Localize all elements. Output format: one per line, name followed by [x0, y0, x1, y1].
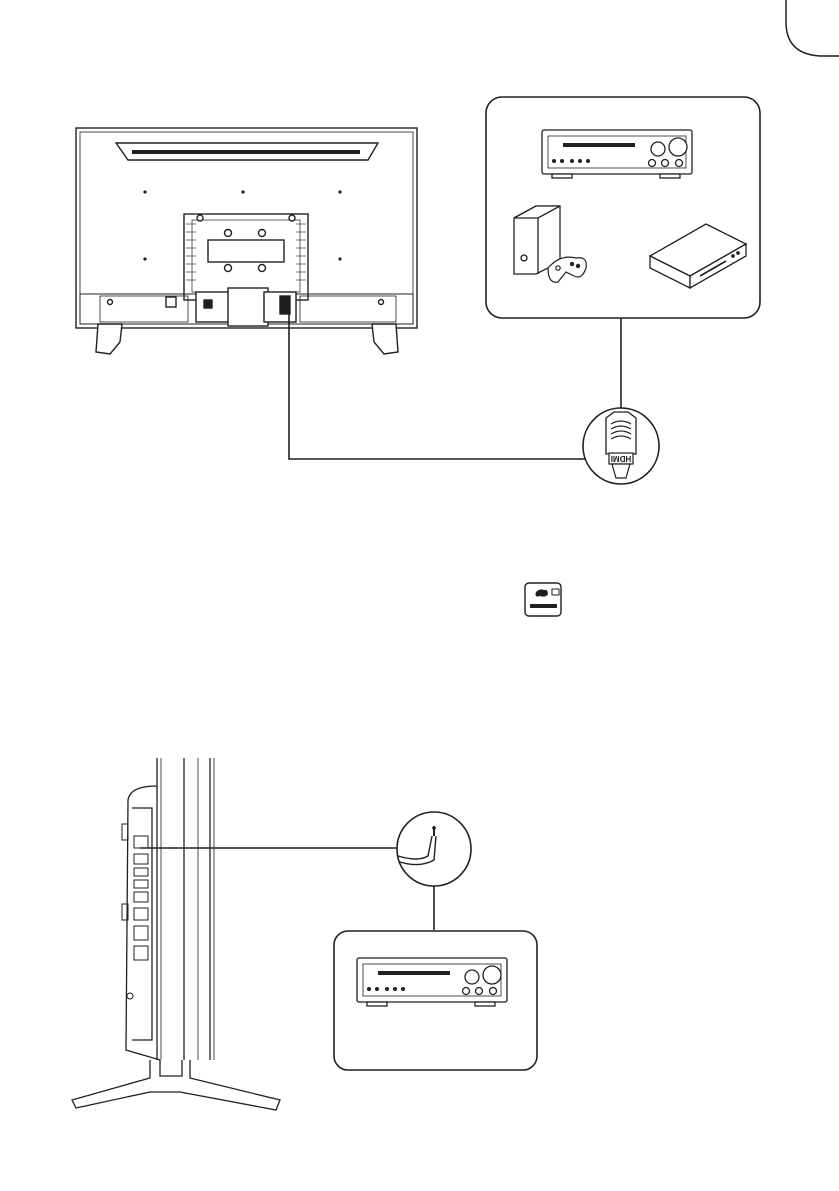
- game-input-icon: [525, 583, 561, 616]
- av-receiver-icon: [542, 130, 692, 178]
- audio-jack-callout: [397, 812, 471, 886]
- hdmi-plug-callout: HDMI: [583, 408, 659, 484]
- hdmi-cable: [289, 314, 586, 459]
- page-corner-mark: [786, 0, 839, 56]
- hdmi-plug-label: HDMI: [611, 454, 631, 463]
- av-receiver-bottom-icon: [357, 958, 507, 1006]
- tv-side-view: [72, 758, 280, 1110]
- tv-rear-view: [76, 128, 417, 354]
